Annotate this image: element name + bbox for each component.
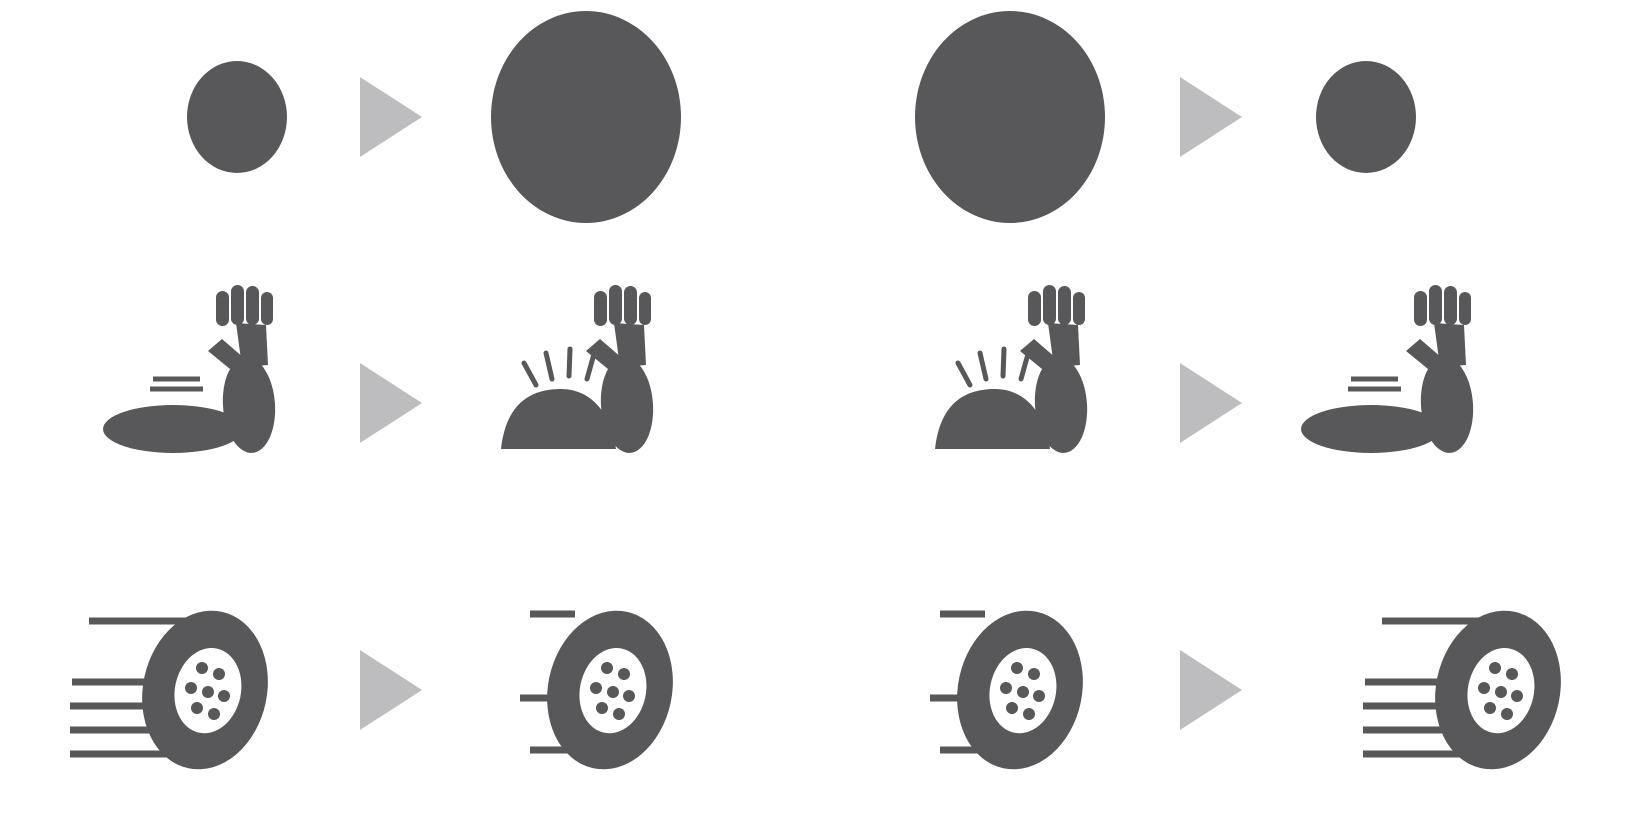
- small-dot-icon: [1316, 61, 1416, 173]
- small-dot-icon: [187, 61, 287, 173]
- large-dot-icon: [491, 11, 681, 223]
- large-dot-icon: [915, 11, 1105, 223]
